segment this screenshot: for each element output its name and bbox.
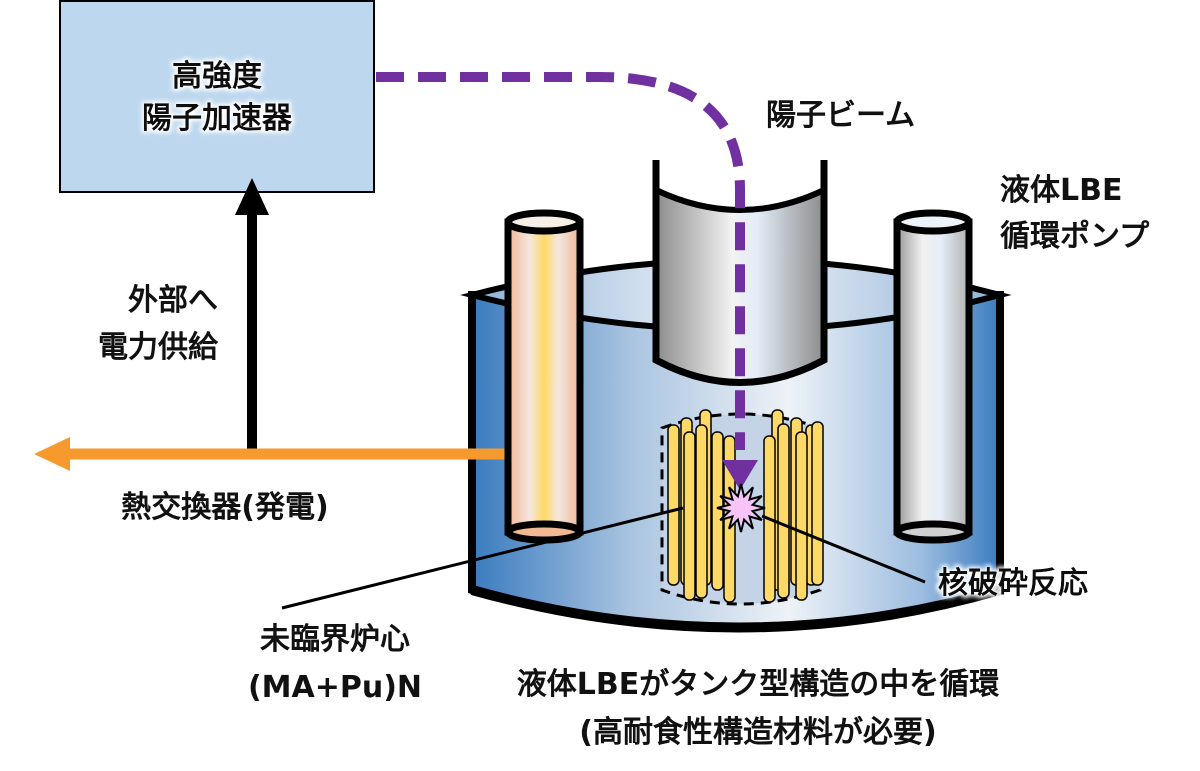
fuel-rod [711,431,724,591]
fuel-rod [795,431,808,601]
spallation-burst-icon [716,483,766,533]
fuel-rod [667,424,680,586]
proton-beam-label: 陽子ビーム [766,98,915,133]
fuel-rods-right [763,409,824,603]
pump-label-line1: 液体LBE [1000,173,1122,208]
power-label-line2: 電力供給 [98,330,219,365]
core-label-line2: (MA+Pu)N [248,670,422,705]
fuel-rod [811,421,824,586]
spallation-leader-line [761,514,926,584]
accelerator-label-line2: 陽子加速器 [142,101,293,136]
heat-exchanger-label: 熱交換器(発電) [121,490,328,525]
spallation-label: 核破砕反応 [938,566,1088,601]
tank-label-line2: (高耐食性構造材料が必要) [579,715,936,750]
lbe-pump-cylinder [893,209,973,544]
core-leader-line [281,506,684,610]
core-label-line1: 未臨界炉心 [260,622,410,657]
accelerator-box: 高強度 陽子加速器 [59,0,375,193]
fuel-rod [683,431,696,601]
accelerator-label-line1: 高強度 [172,59,262,94]
tank-label-line1: 液体LBEがタンク型構造の中を循環 [517,667,1000,702]
power-supply-arrow [235,178,269,455]
pump-label-line2: 循環ポンプ [1000,219,1150,254]
power-label-line1: 外部へ [128,283,218,318]
fuel-rod [695,424,708,599]
fuel-rod [777,423,790,599]
heat-exchanger-arrow [34,437,510,471]
proton-beam [376,72,758,490]
heat-exchanger-cylinder [504,209,584,544]
